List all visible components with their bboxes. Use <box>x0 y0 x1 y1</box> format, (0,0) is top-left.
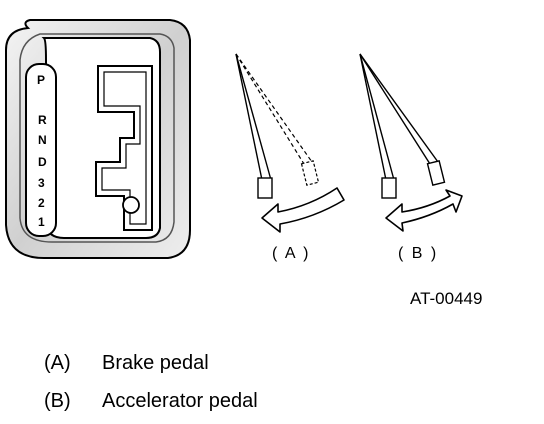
legend-key-a: (A) <box>44 352 71 374</box>
gear-d: D <box>38 155 47 169</box>
legend-text-b: Accelerator pedal <box>102 390 258 412</box>
pedal-arm-solid-rear <box>359 53 395 181</box>
gear-1: 1 <box>38 215 45 229</box>
gear-3: 3 <box>38 176 45 190</box>
gear-indicator-strip <box>25 63 57 237</box>
pedal-arm-dashed <box>235 53 305 165</box>
pedal-pad-rest <box>257 177 273 199</box>
figure-b-accelerator-pedal: ( B ) <box>359 53 463 262</box>
figure-a-brake-pedal: ( A ) <box>235 53 345 262</box>
gear-r: R <box>38 113 47 127</box>
gate-slot-outer <box>95 65 153 231</box>
gear-n: N <box>38 133 47 147</box>
legend-key-b: (B) <box>44 390 71 412</box>
pedal-arm-dashed-rear <box>235 53 313 163</box>
pedal-arm-solid-rear <box>235 53 272 181</box>
pedal-arm-solid-forward <box>359 53 431 165</box>
legend-text-a: Brake pedal <box>102 352 209 374</box>
pedal-pad-rest <box>381 177 397 199</box>
figure-b-label: ( B ) <box>398 245 438 262</box>
shift-lever-knob <box>122 196 140 214</box>
pedal-arm-solid-forward-rear <box>359 53 439 163</box>
figure-code: AT-00449 <box>410 289 482 308</box>
pedal-pad-pressed <box>426 160 446 186</box>
one-way-arrow <box>261 187 345 233</box>
gear-2: 2 <box>38 196 45 210</box>
figure-a-label: ( A ) <box>272 245 310 262</box>
legend-row-a: (A) Brake pedal <box>44 352 209 375</box>
pedal-pad-pressed <box>300 160 320 186</box>
pedal-arm-solid <box>359 53 387 181</box>
gear-p: P <box>37 73 45 87</box>
shift-gate-assembly: P R N D 3 2 1 <box>5 19 191 259</box>
gate-slot-inner <box>101 71 147 225</box>
legend-row-b: (B) Accelerator pedal <box>44 390 258 413</box>
bezel-inner-rim <box>19 33 175 243</box>
pedal-arm-solid <box>235 53 263 181</box>
two-way-arrow <box>385 189 463 232</box>
